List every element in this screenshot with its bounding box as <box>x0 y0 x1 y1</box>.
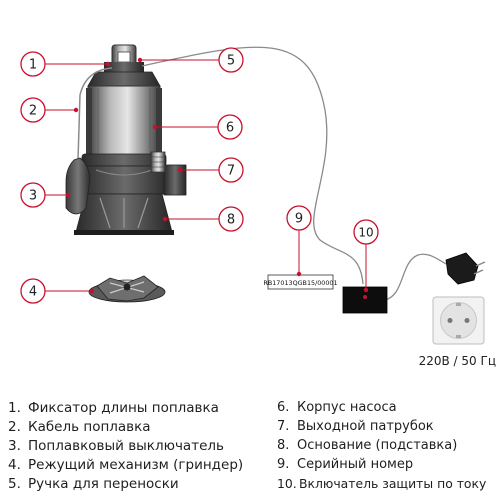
callout-number: 5 <box>227 54 235 69</box>
callout-number: 6 <box>226 121 234 136</box>
callout-number: 8 <box>227 213 235 228</box>
callout-number: 2 <box>29 104 37 119</box>
legend-number: 10. <box>277 476 297 491</box>
callout-9: 9 <box>286 205 312 231</box>
callout-10: 10 <box>353 219 379 245</box>
legend-number: 1. <box>8 400 21 416</box>
callout-1: 1 <box>20 51 46 77</box>
legend-text: Включатель защиты по току <box>299 476 487 491</box>
legend-text: Корпус насоса <box>297 400 397 415</box>
legend-item: 6. Корпус насоса <box>277 399 397 417</box>
float-cable <box>77 67 113 161</box>
legend-item: 8. Основание (подставка) <box>277 437 457 455</box>
serial-number-text: RB17013QGB15/00001 <box>263 279 337 287</box>
legend-item: 10.Включатель защиты по току <box>277 475 486 493</box>
pump-illustration <box>65 44 187 235</box>
legend-number: 2. <box>8 419 21 435</box>
legend-text: Выходной патрубок <box>297 419 434 434</box>
callout-number: 7 <box>227 164 235 179</box>
wall-socket <box>432 296 485 345</box>
legend-number: 8. <box>277 438 290 453</box>
callout-4: 4 <box>20 278 46 304</box>
power-cable <box>141 46 364 285</box>
legend-text: Поплавковый выключатель <box>28 438 224 454</box>
callout-number: 4 <box>29 285 37 300</box>
float-switch <box>65 157 91 215</box>
pump-body <box>86 85 162 157</box>
legend-text: Кабель поплавка <box>28 419 151 435</box>
callout-number: 3 <box>29 189 37 204</box>
leader-dots <box>65 57 369 294</box>
legend-item: 3. Поплавковый выключатель <box>8 437 224 455</box>
legend-number: 5. <box>8 476 21 492</box>
callout-8: 8 <box>218 206 244 232</box>
legend-text: Серийный номер <box>297 457 414 472</box>
legend-text: Основание (подставка) <box>297 438 458 453</box>
legend-item: 1. Фиксатор длины поплавка <box>8 399 219 417</box>
legend-number: 3. <box>8 438 21 454</box>
legend-item: 7. Выходной патрубок <box>277 418 434 436</box>
leader-lines <box>45 59 367 292</box>
callout-3: 3 <box>20 182 46 208</box>
voltage-label: 220В / 50 Гц <box>419 354 496 368</box>
power-plug <box>445 252 486 285</box>
callout-number: 10 <box>358 226 373 240</box>
legend-number: 6. <box>277 400 290 415</box>
callout-2: 2 <box>20 97 46 123</box>
pump-base <box>74 193 174 235</box>
callout-7: 7 <box>218 157 244 183</box>
legend-text: Фиксатор длины поплавка <box>28 400 219 416</box>
outlet-pipe <box>150 151 187 196</box>
callout-5: 5 <box>218 47 244 73</box>
legend-item: 4. Режущий механизм (гриндер) <box>8 456 243 474</box>
legend-number: 7. <box>277 419 290 434</box>
legend-item: 2. Кабель поплавка <box>8 418 151 436</box>
grinder-mechanism <box>88 275 166 303</box>
legend-number: 9. <box>277 457 290 472</box>
legend-item: 5. Ручка для переноски <box>8 475 179 493</box>
callout-6: 6 <box>217 114 243 140</box>
legend-number: 4. <box>8 457 21 473</box>
callout-number: 1 <box>29 58 37 73</box>
serial-number-tag: RB17013QGB15/00001 <box>263 274 338 290</box>
callout-number: 9 <box>295 212 303 227</box>
carry-handle <box>104 44 144 72</box>
legend-text: Режущий механизм (гриндер) <box>28 457 244 473</box>
legend-item: 9. Серийный номер <box>277 456 413 474</box>
legend-text: Ручка для переноски <box>28 476 179 492</box>
